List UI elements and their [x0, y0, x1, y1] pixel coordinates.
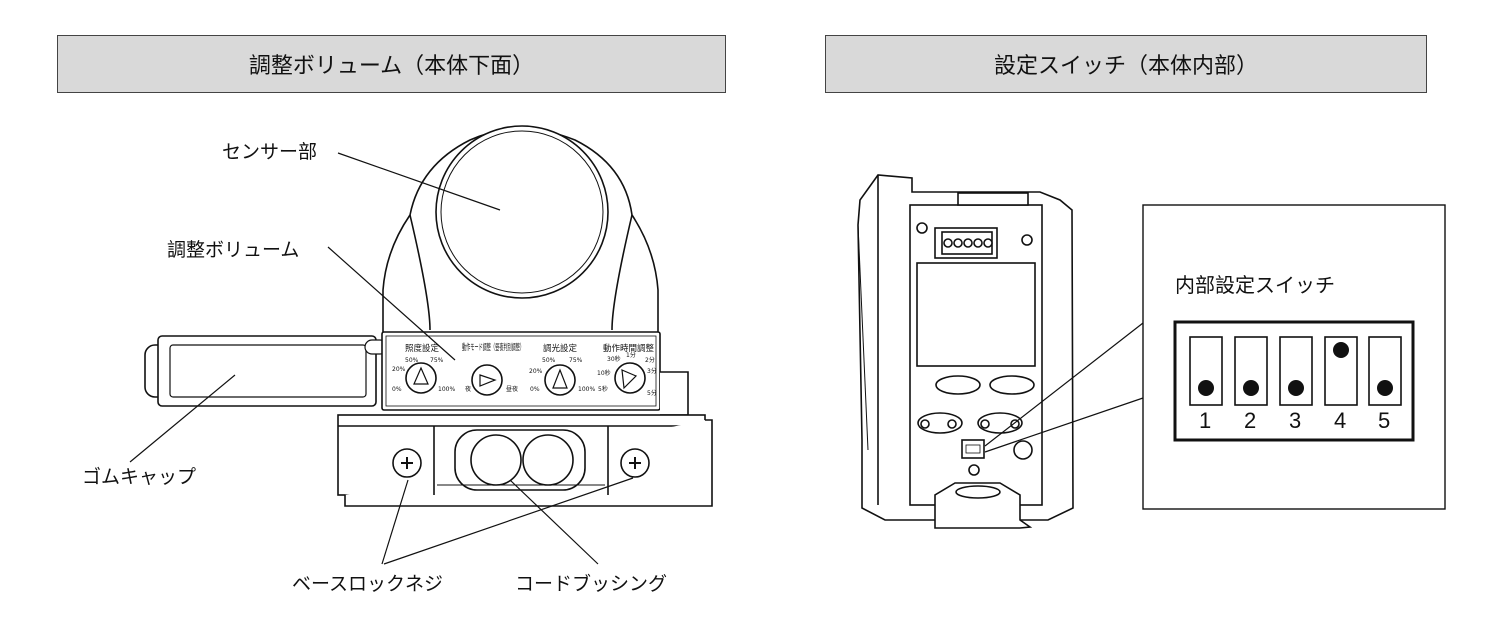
- knob-dimming: [544, 364, 576, 396]
- mark-time-3m: 3分: [647, 367, 657, 375]
- dip-switch-2-number: 2: [1244, 408, 1256, 433]
- mark-time-1m: 1分: [626, 351, 636, 359]
- dip-switch-3-number: 3: [1289, 408, 1301, 433]
- callout-sensor: センサー部: [222, 141, 318, 163]
- dip-switch-4-number: 4: [1334, 408, 1346, 433]
- device-interior-drawing: [857, 174, 1074, 529]
- header-setting-switch: 設定スイッチ（本体内部）: [825, 35, 1427, 93]
- mark-dim-20: 20%: [529, 368, 543, 375]
- mark-time-2m: 2分: [645, 356, 655, 364]
- cable-clamps: [917, 375, 1035, 434]
- dip-switch-4: 4: [1324, 336, 1358, 433]
- knob-label-dimming: 調光設定: [543, 343, 578, 354]
- mark-time-5m: 5分: [647, 389, 657, 397]
- knob-operation-mode: [471, 364, 503, 396]
- mark-dim-0: 0%: [530, 386, 540, 393]
- mark-illum-75: 75%: [430, 357, 444, 364]
- terminal-block: [934, 227, 998, 259]
- cord-bushing: [437, 429, 605, 491]
- mark-dim-75: 75%: [569, 357, 583, 364]
- knob-label-operation-mode: 動作モード調整（昼夜判別調整）: [462, 342, 524, 353]
- base-lock-screw-left: [392, 448, 422, 478]
- sensor-lens: [435, 125, 609, 299]
- circuit-board: [916, 262, 1036, 367]
- callout-adjust-volume: 調整ボリューム: [167, 239, 300, 261]
- inset-title: 内部設定スイッチ: [1175, 273, 1335, 297]
- leader-lines-right: [984, 322, 1144, 453]
- mark-illum-0: 0%: [392, 386, 402, 393]
- mark-illum-100: 100%: [438, 386, 455, 393]
- mark-illum-50: 50%: [405, 357, 419, 364]
- dip-switch-5: 5: [1368, 336, 1402, 433]
- knob-illuminance: [405, 362, 437, 394]
- knob-label-operation-time: 動作時間調整: [603, 343, 655, 354]
- mark-mode-night: 夜: [465, 385, 471, 393]
- header-adjust-volume: 調整ボリューム（本体下面）: [57, 35, 726, 93]
- dip-switch-1-number: 1: [1199, 408, 1211, 433]
- mark-dim-50: 50%: [542, 357, 556, 364]
- callout-base-lock-screw: ベースロックネジ: [292, 573, 444, 595]
- panel-labels: 照度設定 動作モード調整（昼夜判別調整） 調光設定 動作時間調整 50% 75%…: [392, 342, 657, 397]
- base-lock-screw-right: [620, 448, 650, 478]
- mark-mode-daynight: 昼夜: [506, 385, 518, 393]
- mark-time-30s: 30秒: [607, 355, 621, 363]
- rubber-cap: [144, 335, 388, 407]
- callout-rubber-cap: ゴムキャップ: [82, 466, 197, 488]
- adjustment-panel: [381, 331, 661, 411]
- sensor-device-drawing: [144, 125, 713, 507]
- mark-time-5s: 5秒: [598, 385, 608, 393]
- dip-switch-2: 2: [1234, 336, 1268, 433]
- leader-lines-left: [129, 152, 634, 565]
- mark-time-10s: 10秒: [597, 369, 611, 377]
- knob-operation-time: [614, 362, 646, 394]
- mark-illum-20: 20%: [392, 366, 406, 373]
- dip-switch-3: 3: [1279, 336, 1313, 433]
- header-setting-switch-label: 設定スイッチ（本体内部）: [993, 54, 1258, 79]
- dip-switch-1: 1: [1189, 336, 1223, 433]
- header-adjust-volume-label: 調整ボリューム（本体下面）: [248, 54, 535, 79]
- mark-dim-100: 100%: [578, 386, 595, 393]
- knob-label-illuminance: 照度設定: [405, 343, 440, 354]
- callout-cord-bushing: コードブッシング: [515, 573, 668, 595]
- dip-switch-5-number: 5: [1378, 408, 1390, 433]
- inset-panel: 内部設定スイッチ 1 2 3 4 5: [1142, 204, 1446, 510]
